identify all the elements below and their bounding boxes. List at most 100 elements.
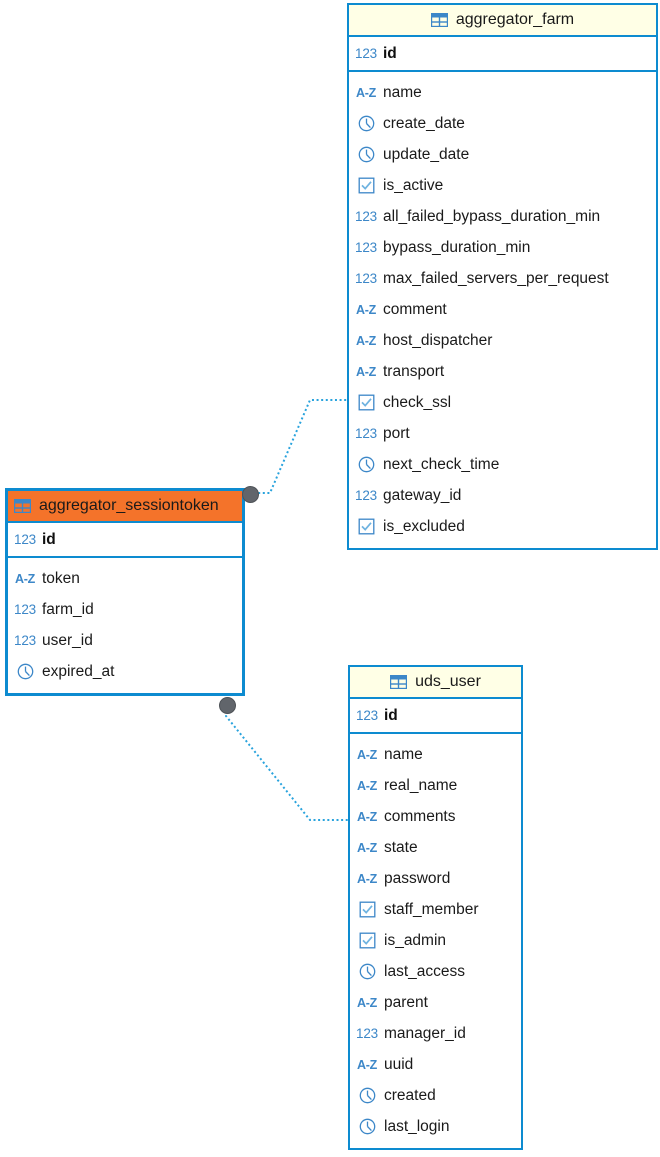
checkbox-boolean-icon-svg bbox=[358, 394, 374, 411]
checkbox-boolean-icon bbox=[356, 901, 378, 918]
entity-header-uds_user[interactable]: uds_user bbox=[350, 667, 521, 699]
column-name: create_date bbox=[383, 114, 465, 132]
column-row[interactable]: A-Z host_dispatcher bbox=[349, 325, 656, 356]
column-name: max_failed_servers_per_request bbox=[383, 269, 609, 287]
string-az-icon: A-Z bbox=[356, 302, 376, 317]
entity-header-aggregator_sessiontoken[interactable]: aggregator_sessiontoken bbox=[8, 491, 242, 523]
column-name: user_id bbox=[42, 631, 93, 649]
checkbox-boolean-icon bbox=[355, 394, 377, 411]
column-row[interactable]: update_date bbox=[349, 139, 656, 170]
column-name: comment bbox=[383, 300, 447, 318]
column-name: transport bbox=[383, 362, 445, 380]
relationship-line-farm-fk bbox=[249, 399, 347, 494]
column-name: check_ssl bbox=[383, 393, 452, 411]
column-name: host_dispatcher bbox=[383, 331, 493, 349]
table-grid-icon-svg bbox=[430, 13, 448, 27]
number-123-icon: 123 bbox=[355, 46, 377, 61]
column-row[interactable]: is_excluded bbox=[349, 511, 656, 542]
column-row[interactable]: last_login bbox=[350, 1111, 521, 1142]
column-row[interactable]: 123 manager_id bbox=[350, 1018, 521, 1049]
checkbox-boolean-icon bbox=[355, 518, 377, 535]
relationship-endpoint-farm-fk[interactable] bbox=[242, 486, 259, 503]
column-name: name bbox=[384, 745, 423, 763]
string-az-icon: A-Z bbox=[357, 778, 377, 793]
entity-title: aggregator_sessiontoken bbox=[39, 497, 219, 514]
column-row[interactable]: created bbox=[350, 1080, 521, 1111]
column-name: staff_member bbox=[384, 900, 479, 918]
column-name: name bbox=[383, 83, 422, 101]
column-name: bypass_duration_min bbox=[383, 238, 531, 256]
number-123-icon: 123 bbox=[355, 426, 377, 441]
column-row[interactable]: A-Z comment bbox=[349, 294, 656, 325]
column-row[interactable]: A-Z transport bbox=[349, 356, 656, 387]
column-name: last_access bbox=[384, 962, 465, 980]
column-row[interactable]: is_admin bbox=[350, 925, 521, 956]
column-row[interactable]: 123 port bbox=[349, 418, 656, 449]
number-123-icon: 123 bbox=[14, 532, 36, 547]
entity-header-aggregator_farm[interactable]: aggregator_farm bbox=[349, 5, 656, 37]
column-row[interactable]: 123 bypass_duration_min bbox=[349, 232, 656, 263]
string-az-icon: A-Z bbox=[357, 747, 377, 762]
column-name: token bbox=[42, 569, 80, 587]
column-name: is_excluded bbox=[383, 517, 465, 535]
column-row[interactable]: A-Z name bbox=[350, 739, 521, 770]
column-row[interactable]: is_active bbox=[349, 170, 656, 201]
column-name: parent bbox=[384, 993, 428, 1011]
clock-date-icon-svg bbox=[358, 456, 374, 473]
checkbox-boolean-icon-svg bbox=[359, 932, 375, 949]
clock-date-icon bbox=[356, 1087, 378, 1104]
column-row[interactable]: next_check_time bbox=[349, 449, 656, 480]
column-row[interactable]: last_access bbox=[350, 956, 521, 987]
table-grid-icon-svg bbox=[390, 675, 408, 689]
column-row[interactable]: create_date bbox=[349, 108, 656, 139]
string-az-icon: A-Z bbox=[356, 364, 376, 379]
column-name: farm_id bbox=[42, 600, 94, 618]
checkbox-boolean-icon bbox=[355, 177, 377, 194]
column-name: is_admin bbox=[384, 931, 447, 949]
number-123-icon: 123 bbox=[355, 488, 377, 503]
column-row[interactable]: 123 gateway_id bbox=[349, 480, 656, 511]
number-123-icon: 123 bbox=[356, 1026, 378, 1041]
column-name: update_date bbox=[383, 145, 470, 163]
column-name: id bbox=[42, 530, 56, 548]
clock-date-icon bbox=[355, 115, 377, 132]
column-name: port bbox=[383, 424, 410, 442]
column-name: created bbox=[384, 1086, 436, 1104]
column-name: manager_id bbox=[384, 1024, 466, 1042]
column-row[interactable]: staff_member bbox=[350, 894, 521, 925]
clock-date-icon bbox=[355, 456, 377, 473]
column-row[interactable]: A-Z password bbox=[350, 863, 521, 894]
clock-date-icon-svg bbox=[17, 663, 33, 680]
relationship-line-user-fk bbox=[225, 706, 348, 821]
column-name: real_name bbox=[384, 776, 458, 794]
relationship-endpoint-user-fk[interactable] bbox=[219, 697, 236, 714]
column-row[interactable]: expired_at bbox=[8, 656, 242, 687]
number-123-icon: 123 bbox=[14, 602, 36, 617]
column-row[interactable]: A-Z real_name bbox=[350, 770, 521, 801]
string-az-icon: A-Z bbox=[357, 871, 377, 886]
primary-key-row[interactable]: 123 id bbox=[8, 523, 242, 558]
column-name: password bbox=[384, 869, 451, 887]
column-name: gateway_id bbox=[383, 486, 462, 504]
column-row[interactable]: check_ssl bbox=[349, 387, 656, 418]
column-row[interactable]: 123 farm_id bbox=[8, 594, 242, 625]
number-123-icon: 123 bbox=[356, 708, 378, 723]
number-123-icon: 123 bbox=[355, 240, 377, 255]
string-az-icon: A-Z bbox=[356, 333, 376, 348]
